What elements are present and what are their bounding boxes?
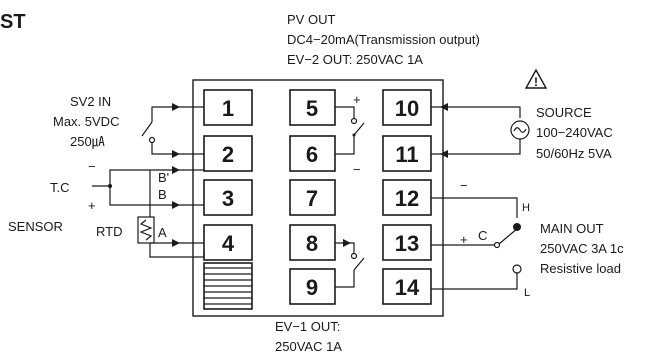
terminal-12-label: 12 [395,186,419,211]
sv2-in-wiring [141,103,204,158]
terminal-4 [203,224,253,261]
sensor-wiring [92,166,205,258]
terminal-4-label: 4 [222,231,235,256]
terminal-9 [289,268,336,305]
rtd-pin-a: A [158,225,167,240]
main-out-pin-h: H [522,202,530,214]
terminal-14-label: 14 [395,275,420,300]
rtd-pin-b: B [158,187,167,202]
terminal-block-left: 1 2 3 4 [203,89,253,310]
pv-out-line2: EV−2 OUT: 250VAC 1A [287,52,423,67]
terminal-1 [203,89,253,126]
rtd-pin-b-prime: B' [158,170,169,185]
terminal-block-right: 10 11 12 13 14 [382,89,432,305]
main-out-plus: + [460,232,468,247]
vent-grille [203,262,253,310]
main-out-pin-l: L [524,287,530,299]
terminal-13 [382,224,432,261]
power-source-wiring [431,103,530,158]
pv-out-plus: + [353,92,361,107]
terminal-12 [382,179,432,216]
tc-minus: − [88,159,96,174]
source-line2: 50/60Hz 5VA [536,146,612,161]
terminal-6-label: 6 [306,142,318,167]
sv2-in-title: SV2 IN [70,94,111,109]
terminal-7-label: 7 [306,186,318,211]
terminal-3 [203,179,253,216]
main-out-relay [431,197,522,290]
terminal-11-label: 11 [395,142,418,167]
terminal-1-label: 1 [222,96,234,121]
terminal-2 [203,135,253,172]
tc-plus: + [88,198,96,213]
warning-symbol: ! [534,75,538,89]
pv-out-line1: DC4−20mA(Transmission output) [287,32,480,47]
tc-label: T.C [50,180,70,195]
terminal-11 [382,135,432,172]
warning-icon: ! [524,68,548,89]
sv2-in-line1: Max. 5VDC [53,114,119,129]
sv2-in-line2: 250㎂ [70,134,105,150]
page-title-fragment: ST [0,11,26,33]
sensor-label: SENSOR [8,219,63,234]
terminal-7 [289,179,336,216]
pv-out-title: PV OUT [287,12,335,27]
terminal-5-label: 5 [306,96,318,121]
ev1-relay-contact [335,239,365,288]
ev1-out-line1: EV−1 OUT: [275,319,340,334]
pv-out-minus: − [353,162,361,177]
terminal-8-label: 8 [306,231,318,256]
main-out-line2: Resistive load [540,261,621,276]
terminal-2-label: 2 [222,142,234,167]
main-out-minus: − [460,178,468,193]
main-out-line1: 250VAC 3A 1c [540,241,624,256]
terminal-14 [382,268,432,305]
ev1-out-line2: 250VAC 1A [275,339,342,354]
terminal-3-label: 3 [222,186,234,211]
terminal-10-label: 10 [395,96,419,121]
terminal-block-middle: 5 6 7 8 9 [289,89,336,305]
ev2-relay-contact [335,106,365,155]
source-line1: 100−240VAC [536,125,613,140]
rtd-label: RTD [96,224,122,239]
terminal-13-label: 13 [395,231,419,256]
main-out-title: MAIN OUT [540,221,604,236]
main-out-pin-c: C [478,228,487,243]
terminal-9-label: 9 [306,275,318,300]
source-title: SOURCE [536,105,592,120]
